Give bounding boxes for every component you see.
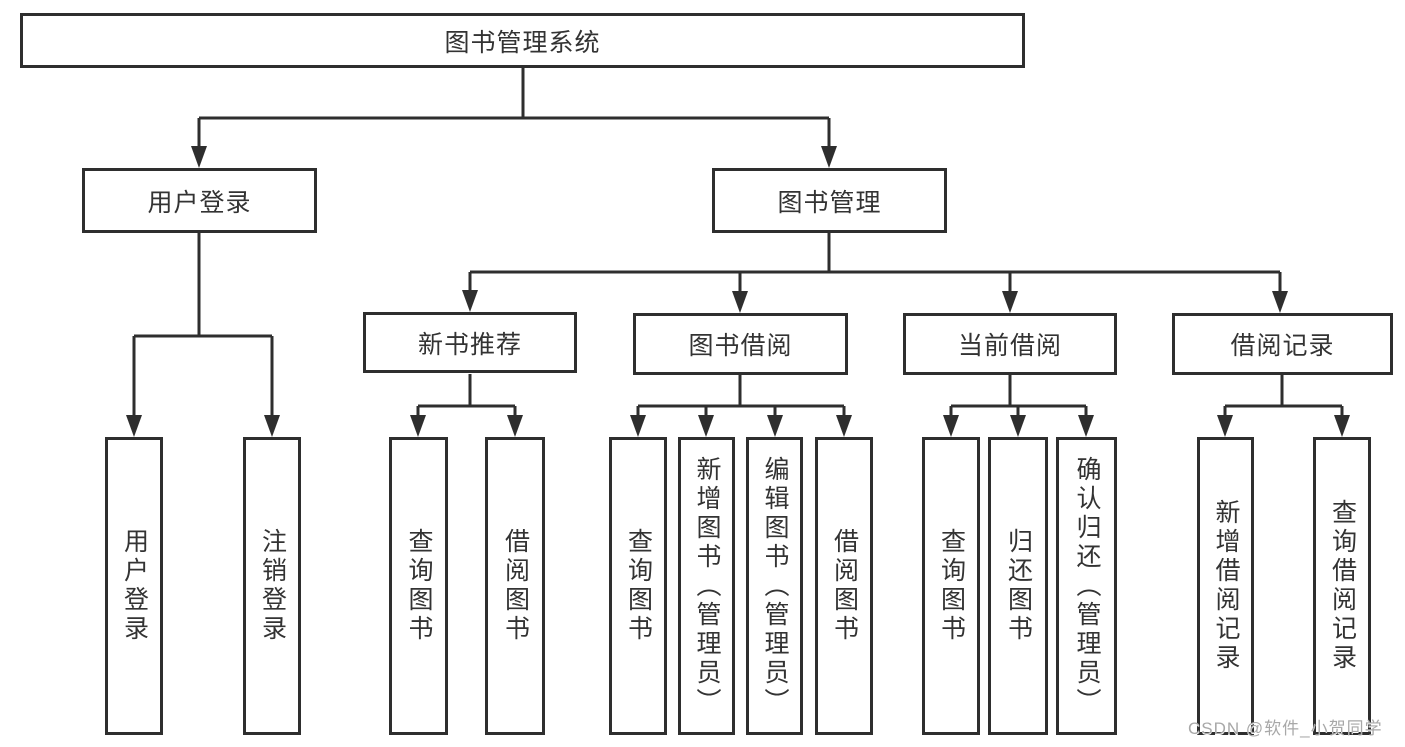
connector-arrowhead <box>264 415 280 437</box>
connector-arrowhead <box>1272 291 1288 313</box>
node-current-borrow: 当前借阅 <box>903 313 1117 375</box>
node-leaf-return-book: 归还图书 <box>988 437 1048 735</box>
node-leaf-edit-book: 编辑图书（管理员） <box>746 437 803 735</box>
connector-arrowhead <box>462 290 478 312</box>
watermark: CSDN @软件_小贺同学 <box>1188 719 1383 738</box>
connector-arrowhead <box>126 415 142 437</box>
connector-arrowhead <box>1334 415 1350 437</box>
node-new-book-rec: 新书推荐 <box>363 312 577 373</box>
node-borrow-records: 借阅记录 <box>1172 313 1393 375</box>
connector-arrowhead <box>630 415 646 437</box>
node-book-mgmt: 图书管理 <box>712 168 947 233</box>
node-leaf-confirm-return: 确认归还（管理员） <box>1056 437 1117 735</box>
node-leaf-query-book-rec: 查询图书 <box>389 437 448 735</box>
node-root: 图书管理系统 <box>20 13 1025 68</box>
node-leaf-add-borrow-record: 新增借阅记录 <box>1197 437 1254 735</box>
connector-arrowhead <box>732 291 748 313</box>
node-leaf-query-borrow-record: 查询借阅记录 <box>1313 437 1371 735</box>
connector-arrowhead <box>767 415 783 437</box>
connector-arrowhead <box>1078 415 1094 437</box>
node-user-login: 用户登录 <box>82 168 317 233</box>
connector-arrowhead <box>821 146 837 168</box>
node-leaf-query-book-cur: 查询图书 <box>922 437 980 735</box>
node-leaf-borrow-book-rec: 借阅图书 <box>485 437 545 735</box>
connector-arrowhead <box>1010 415 1026 437</box>
node-leaf-borrow-book-bor: 借阅图书 <box>815 437 873 735</box>
connector-arrowhead <box>1002 291 1018 313</box>
node-book-borrow: 图书借阅 <box>633 313 848 375</box>
connector-arrowhead <box>191 146 207 168</box>
node-leaf-user-login: 用户登录 <box>105 437 163 735</box>
connector-arrowhead <box>410 415 426 437</box>
node-leaf-query-book-bor: 查询图书 <box>609 437 667 735</box>
connector-arrowhead <box>1217 415 1233 437</box>
connector-arrowhead <box>943 415 959 437</box>
node-leaf-logout: 注销登录 <box>243 437 301 735</box>
connector-arrowhead <box>836 415 852 437</box>
connector-arrowhead <box>507 415 523 437</box>
connector-arrowhead <box>698 415 714 437</box>
node-leaf-add-book: 新增图书（管理员） <box>678 437 735 735</box>
